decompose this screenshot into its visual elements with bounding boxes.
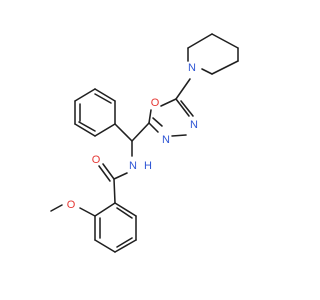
bond (94, 123, 116, 137)
bond (94, 88, 116, 102)
bond (148, 109, 152, 124)
amide-nitrogen-label: N (129, 160, 137, 172)
bond (131, 122, 150, 142)
bond (175, 78, 191, 100)
bond (50, 204, 63, 212)
oxadiazole-nitrogen-left-label: N (162, 134, 170, 146)
methoxyphenyl-ring (94, 202, 137, 253)
bond (79, 207, 96, 217)
bond (211, 33, 239, 49)
oxadiazole-ring (148, 98, 194, 137)
bond (211, 60, 239, 75)
piperidine-ring (187, 33, 239, 75)
molecule-diagram: O O N H O N N N (50, 33, 239, 253)
amide-hydrogen-label: H (144, 160, 152, 172)
methoxy-oxygen-label: O (67, 199, 76, 211)
bond (171, 134, 187, 137)
bond (113, 172, 128, 180)
bond (102, 163, 115, 180)
phenyl-ring (74, 88, 116, 137)
bond (94, 93, 112, 104)
bond (114, 239, 137, 253)
bond (114, 202, 137, 217)
oxadiazole-oxygen-label: O (151, 97, 160, 109)
bond (74, 88, 96, 102)
bond (116, 207, 133, 219)
bond (98, 165, 111, 182)
bond (94, 202, 116, 217)
bond (78, 121, 96, 132)
bond (180, 100, 194, 117)
bond (148, 122, 159, 133)
bond (160, 98, 177, 107)
oxadiazole-nitrogen-right-label: N (190, 119, 198, 131)
bond (201, 68, 213, 75)
piperidine-nitrogen-label: N (188, 62, 196, 74)
bond (175, 98, 190, 117)
bond (152, 117, 163, 127)
bond (187, 33, 213, 49)
carbonyl-oxygen-label: O (92, 154, 101, 166)
bond (114, 123, 133, 142)
bond (116, 237, 133, 248)
bond (94, 239, 116, 253)
molecule-structure: O O N H O N N N (50, 33, 239, 253)
bond (113, 178, 116, 204)
bond (74, 123, 96, 137)
